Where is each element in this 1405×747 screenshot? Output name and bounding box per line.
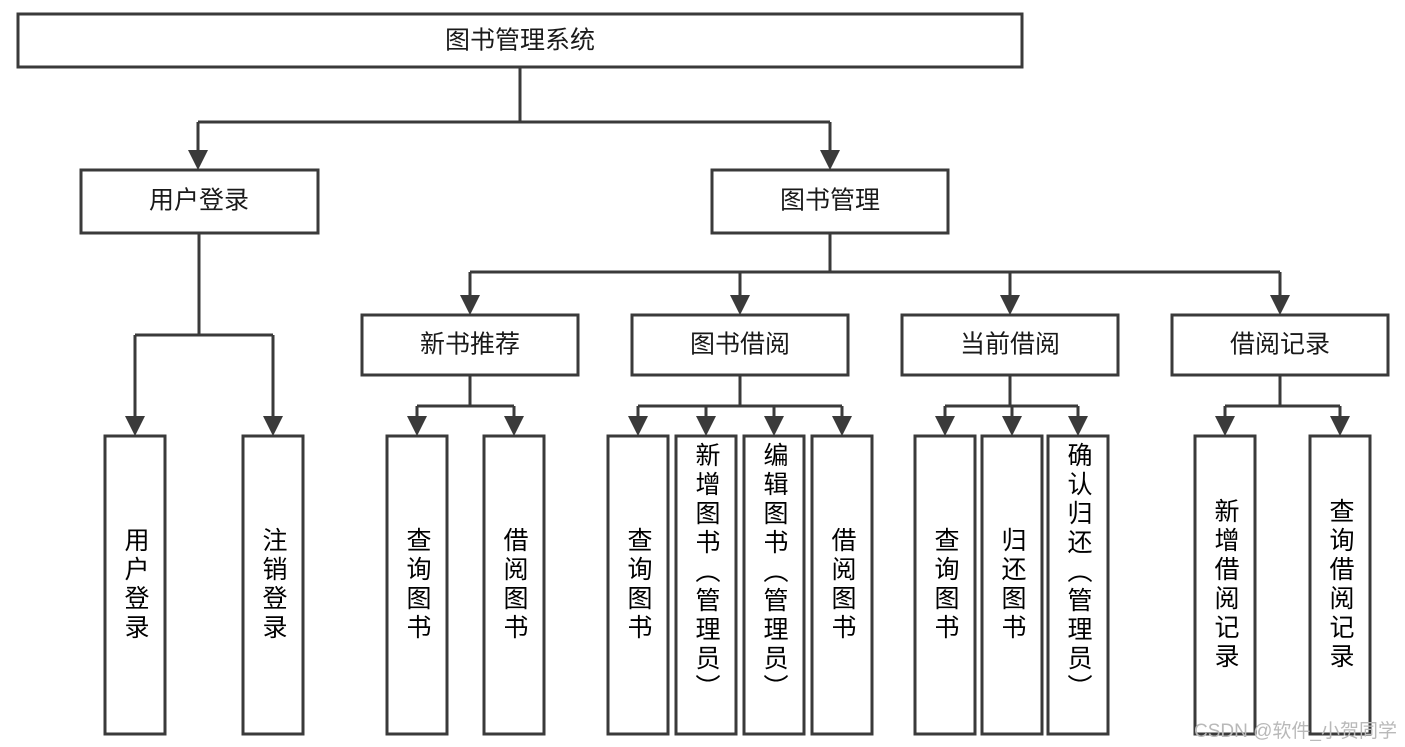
edge-book-borrow-to-leaves [628, 375, 852, 436]
leaf-label-borrow-book-newbook: 借阅图书 [500, 527, 528, 643]
leaf-label-query-book-current: 查询图书 [931, 527, 959, 643]
node-new-book-recommendation-label: 新书推荐 [420, 331, 520, 359]
node-book-borrowing-label: 图书借阅 [690, 331, 790, 359]
leaf-node-add-borrow-record[interactable] [1193, 434, 1257, 736]
leaf-node-borrow-book-newbook[interactable] [482, 434, 546, 736]
leaf-node-query-borrow-record[interactable] [1308, 434, 1372, 736]
edge-book-mgmt-to-level3 [460, 233, 1290, 315]
leaf-label-logout-action: 注销登录 [259, 527, 287, 643]
leaf-label-add-book-admin: 新增图书（管理员） [692, 442, 720, 703]
node-borrowing-record[interactable]: 借阅记录 [1170, 313, 1390, 377]
edge-current-borrow-to-leaves [935, 375, 1088, 436]
edge-borrow-record-to-leaves [1215, 375, 1350, 436]
leaf-node-borrow-book-borrow[interactable] [810, 434, 874, 736]
edge-user-login-to-leaves [125, 233, 283, 436]
leaf-label-query-book-borrow: 查询图书 [624, 527, 652, 643]
leaf-node-query-book-newbook[interactable] [385, 434, 449, 736]
node-current-borrowing[interactable]: 当前借阅 [900, 313, 1120, 377]
leaf-node-query-book-borrow[interactable] [606, 434, 670, 736]
leaf-label-query-borrow-record: 查询借阅记录 [1326, 498, 1354, 672]
leaf-node-add-book-admin[interactable] [674, 434, 738, 736]
leaf-node-logout-action[interactable] [241, 434, 305, 736]
node-root-book-management-system[interactable]: 图书管理系统 [16, 12, 1024, 69]
leaf-label-return-book: 归还图书 [998, 527, 1026, 643]
leaf-label-add-borrow-record: 新增借阅记录 [1211, 498, 1239, 672]
leaf-node-return-book[interactable] [980, 434, 1044, 736]
node-book-management[interactable]: 图书管理 [710, 168, 950, 235]
leaf-label-query-book-newbook: 查询图书 [403, 527, 431, 643]
leaf-node-user-login-action[interactable] [103, 434, 167, 736]
node-book-management-label: 图书管理 [780, 187, 880, 215]
leaf-node-query-book-current[interactable] [913, 434, 977, 736]
node-user-login-label: 用户登录 [149, 187, 249, 215]
leaf-node-confirm-return-admin[interactable] [1046, 434, 1110, 736]
leaf-label-confirm-return-admin: 确认归还（管理员） [1064, 442, 1092, 703]
csdn-watermark: CSDN @软件_小贺同学 [1194, 721, 1397, 742]
leaf-label-edit-book-admin: 编辑图书（管理员） [760, 442, 788, 703]
node-current-borrowing-label: 当前借阅 [960, 331, 1060, 359]
leaf-label-user-login-action: 用户登录 [121, 527, 149, 643]
edge-new-book-to-leaves [407, 375, 524, 436]
node-new-book-recommendation[interactable]: 新书推荐 [360, 313, 580, 377]
leaf-label-borrow-book-borrow: 借阅图书 [828, 527, 856, 643]
node-book-borrowing[interactable]: 图书借阅 [630, 313, 850, 377]
edge-root-to-level2 [188, 67, 840, 170]
leaf-node-edit-book-admin[interactable] [742, 434, 806, 736]
node-borrowing-record-label: 借阅记录 [1230, 331, 1330, 359]
node-root-label: 图书管理系统 [445, 27, 595, 55]
node-user-login[interactable]: 用户登录 [79, 168, 320, 235]
